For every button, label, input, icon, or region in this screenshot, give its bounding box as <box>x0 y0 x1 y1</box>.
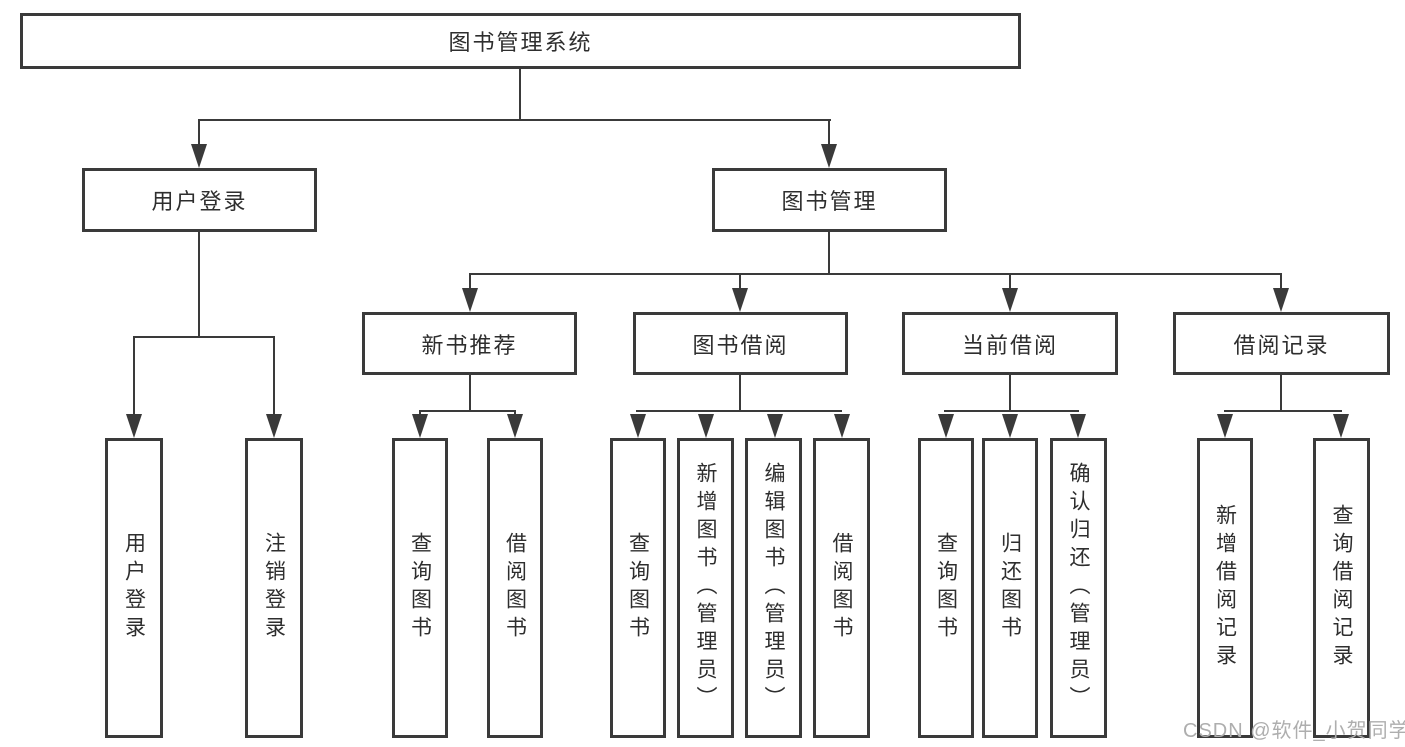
node-user-login: 用户登录 <box>82 168 317 232</box>
connector-nbr-rail <box>419 410 516 412</box>
connector-borrow-records-stem <box>1280 273 1282 292</box>
arrow-book-borrowing <box>732 288 748 312</box>
arrow-bb-add <box>698 414 714 438</box>
leaf-bb-edit-book-admin-label: 编辑图书（管理员） <box>762 462 785 714</box>
arrow-bb-edit <box>767 414 783 438</box>
leaf-cb-query-book: 查询图书 <box>918 438 974 738</box>
arrow-user-login <box>191 144 207 168</box>
connector-root-stem <box>519 68 521 121</box>
connector-book-borrow-stem <box>739 273 741 292</box>
node-new-book-recommend-label: 新书推荐 <box>421 332 518 358</box>
leaf-logout-label: 注销登录 <box>262 532 286 644</box>
arrow-br-query <box>1333 414 1349 438</box>
arrow-br-add <box>1217 414 1233 438</box>
csdn-watermark: CSDN @软件_小贺同学 <box>1183 720 1405 742</box>
leaf-bb-add-book-admin: 新增图书（管理员） <box>677 438 734 738</box>
arrow-cb-confirm <box>1070 414 1086 438</box>
arrow-bb-borrow <box>834 414 850 438</box>
connector-nbr-down <box>469 375 471 412</box>
connector-bb-down <box>739 375 741 412</box>
leaf-bb-edit-book-admin: 编辑图书（管理员） <box>745 438 802 738</box>
leaf-bb-add-book-admin-label: 新增图书（管理员） <box>694 462 717 714</box>
node-book-management: 图书管理 <box>712 168 947 232</box>
arrow-current-borrowing <box>1002 288 1018 312</box>
connector-leaf-logout-stem <box>273 336 275 417</box>
leaf-bb-query-book-label: 查询图书 <box>626 532 650 644</box>
arrow-cb-return <box>1002 414 1018 438</box>
connector-br-rail <box>1224 410 1342 412</box>
leaf-bb-query-book: 查询图书 <box>610 438 666 738</box>
connector-cb-rail <box>944 410 1079 412</box>
leaf-cb-return-book: 归还图书 <box>982 438 1038 738</box>
connector-bb-rail <box>636 410 842 412</box>
arrow-borrow-records <box>1273 288 1289 312</box>
node-new-book-recommend: 新书推荐 <box>362 312 577 375</box>
leaf-br-add-record: 新增借阅记录 <box>1197 438 1253 738</box>
connector-cb-down <box>1009 375 1011 412</box>
leaf-logout: 注销登录 <box>245 438 303 738</box>
leaf-cb-confirm-return-admin: 确认归还（管理员） <box>1050 438 1107 738</box>
connector-br-down <box>1280 375 1282 412</box>
node-user-login-label: 用户登录 <box>151 189 248 214</box>
arrow-leaf-logout <box>266 414 282 438</box>
node-root-label: 图书管理系统 <box>448 30 593 55</box>
leaf-nbr-borrow-book-label: 借阅图书 <box>503 532 527 644</box>
leaf-bb-borrow-book-label: 借阅图书 <box>830 532 853 644</box>
connector-book-mgmt-stem <box>828 119 830 148</box>
leaf-user-login: 用户登录 <box>105 438 163 738</box>
connector-leaf-user-login-stem <box>133 336 135 417</box>
node-current-borrowing: 当前借阅 <box>902 312 1118 375</box>
connector-user-login-rail <box>133 336 275 338</box>
arrow-book-mgmt <box>821 144 837 168</box>
leaf-user-login-label: 用户登录 <box>122 532 146 644</box>
connector-nbr-borrow-stem <box>514 410 516 417</box>
arrow-nbr-query <box>412 414 428 438</box>
arrow-leaf-user-login <box>126 414 142 438</box>
leaf-cb-query-book-label: 查询图书 <box>934 532 958 644</box>
leaf-cb-confirm-return-admin-label: 确认归还（管理员） <box>1067 462 1090 714</box>
arrow-bb-query <box>630 414 646 438</box>
leaf-br-add-record-label: 新增借阅记录 <box>1213 504 1237 672</box>
leaf-nbr-query-book-label: 查询图书 <box>408 532 432 644</box>
connector-book-mgmt-down <box>828 232 830 275</box>
node-book-borrowing: 图书借阅 <box>633 312 848 375</box>
leaf-bb-borrow-book: 借阅图书 <box>813 438 870 738</box>
node-borrow-records-label: 借阅记录 <box>1233 332 1330 358</box>
leaf-cb-return-book-label: 归还图书 <box>998 532 1022 644</box>
leaf-nbr-query-book: 查询图书 <box>392 438 448 738</box>
leaf-br-query-record: 查询借阅记录 <box>1313 438 1370 738</box>
arrow-cb-query <box>938 414 954 438</box>
connector-user-login-down <box>198 232 200 338</box>
leaf-nbr-borrow-book: 借阅图书 <box>487 438 543 738</box>
arrow-new-book-recommend <box>462 288 478 312</box>
connector-new-book-stem <box>469 273 471 292</box>
leaf-br-query-record-label: 查询借阅记录 <box>1330 504 1353 672</box>
connector-level3-rail <box>469 273 1282 275</box>
arrow-nbr-borrow <box>507 414 523 438</box>
node-borrow-records: 借阅记录 <box>1173 312 1390 375</box>
connector-level2-rail <box>198 119 831 121</box>
connector-nbr-query-stem <box>419 410 421 417</box>
connector-current-borrow-stem <box>1009 273 1011 292</box>
connector-user-login-stem <box>198 119 200 148</box>
node-current-borrowing-label: 当前借阅 <box>961 332 1058 358</box>
node-book-management-label: 图书管理 <box>781 189 878 214</box>
node-root-system: 图书管理系统 <box>20 13 1021 69</box>
node-book-borrowing-label: 图书借阅 <box>692 332 789 358</box>
